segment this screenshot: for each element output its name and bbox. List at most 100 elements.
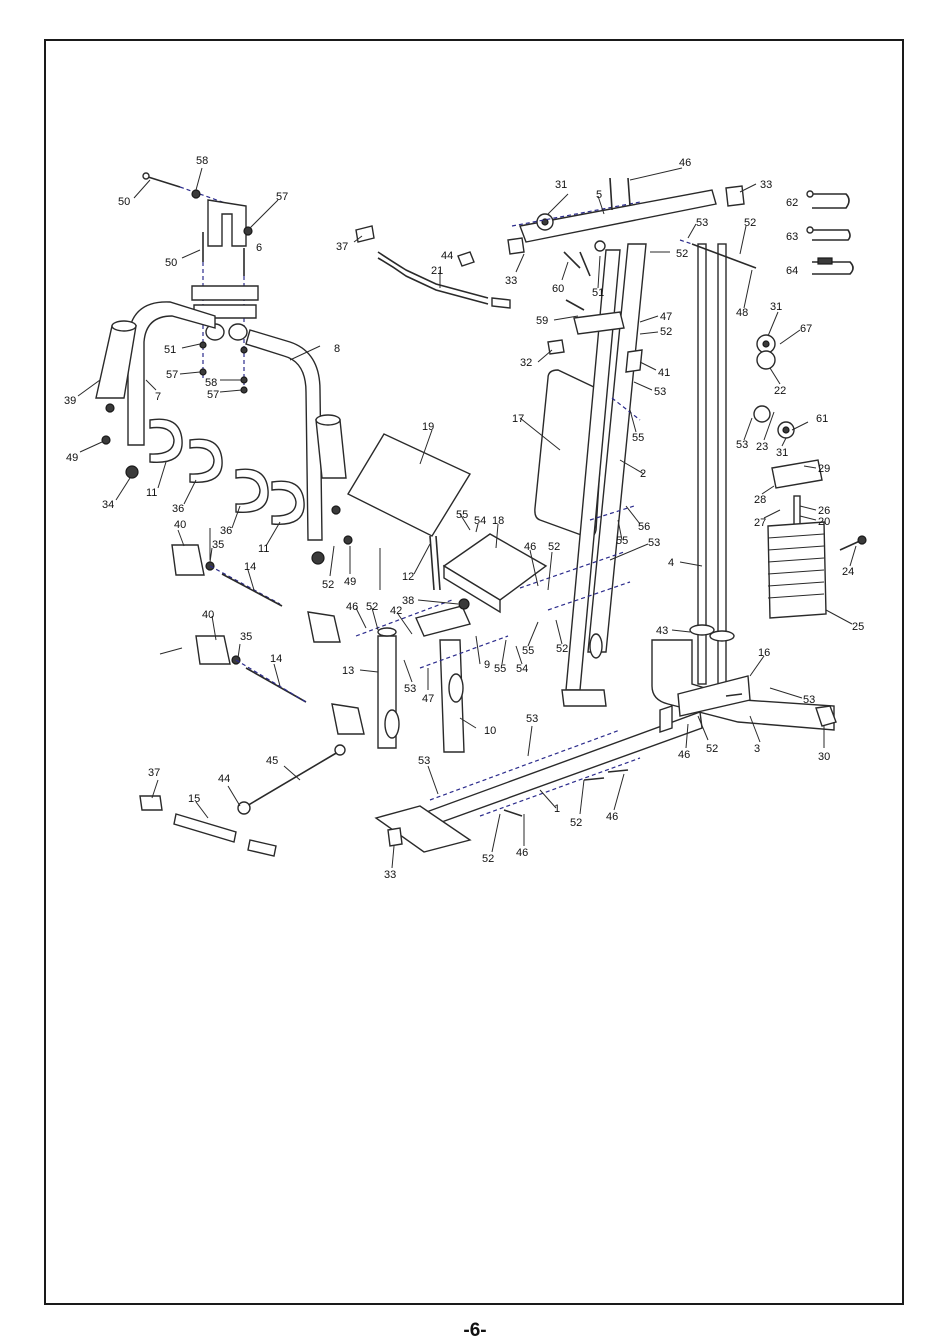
part-label-51: 51 [164, 344, 176, 356]
part-label-32: 32 [520, 357, 532, 369]
lat-bar [355, 225, 511, 309]
part-label-56: 56 [638, 521, 650, 533]
part-label-61: 61 [816, 413, 828, 425]
part-label-11: 11 [146, 487, 157, 499]
part-label-35: 35 [212, 539, 224, 551]
part-label-40: 40 [202, 609, 214, 621]
part-label-52: 52 [482, 853, 494, 865]
part-label-33: 33 [505, 275, 517, 287]
part-label-62: 62 [786, 197, 798, 209]
part-label-46: 46 [679, 157, 691, 169]
part-label-34: 34 [102, 499, 114, 511]
part-label-10: 10 [484, 725, 496, 737]
pulley-stack [753, 334, 867, 619]
leader-lines [77, 167, 857, 869]
part-label-19: 19 [422, 421, 434, 433]
part-label-52: 52 [322, 579, 334, 591]
part-label-52: 52 [706, 743, 718, 755]
bolts [503, 239, 757, 817]
part-label-1: 1 [554, 803, 560, 815]
part-label-55: 55 [632, 432, 644, 444]
part-label-6: 6 [256, 242, 262, 254]
part-label-55: 55 [616, 535, 628, 547]
part-label-41: 41 [658, 367, 670, 379]
part-label-28: 28 [754, 494, 766, 506]
part-label-26: 26 [818, 505, 830, 517]
part-label-27: 27 [754, 517, 766, 529]
part-label-53: 53 [404, 683, 416, 695]
part-label-53: 53 [526, 713, 538, 725]
leg-rollers [171, 544, 365, 735]
part-label-52: 52 [548, 541, 560, 553]
part-label-52: 52 [366, 601, 378, 613]
part-label-11: 11 [258, 543, 269, 555]
part-label-52: 52 [556, 643, 568, 655]
part-label-60: 60 [552, 283, 564, 295]
drawing [95, 172, 867, 857]
part-label-53: 53 [418, 755, 430, 767]
part-label-7: 7 [155, 391, 161, 403]
base-frame-1 [374, 705, 703, 853]
handle-bar [139, 744, 346, 857]
part-label-53: 53 [736, 439, 748, 451]
part-label-2: 2 [640, 468, 646, 480]
part-label-47: 47 [660, 311, 672, 323]
part-label-52: 52 [570, 817, 582, 829]
part-label-15: 15 [188, 793, 200, 805]
u-handles [101, 403, 353, 565]
part-label-67: 67 [800, 323, 812, 335]
part-label-55: 55 [522, 645, 534, 657]
part-label-52: 52 [660, 326, 672, 338]
part-label-63: 63 [786, 231, 798, 243]
part-label-40: 40 [174, 519, 186, 531]
part-label-53: 53 [648, 537, 660, 549]
part-label-36: 36 [172, 503, 184, 515]
part-label-45: 45 [266, 755, 278, 767]
part-label-36: 36 [220, 525, 232, 537]
page-border [44, 39, 904, 1305]
base-frame-3 [651, 639, 837, 731]
part-label-37: 37 [336, 241, 348, 253]
part-label-54: 54 [474, 515, 486, 527]
part-label-46: 46 [606, 811, 618, 823]
part-label-51: 51 [592, 287, 604, 299]
part-label-24: 24 [842, 566, 854, 578]
pads [347, 433, 548, 614]
part-label-46: 46 [346, 601, 358, 613]
part-label-9: 9 [484, 659, 490, 671]
part-label-14: 14 [270, 653, 282, 665]
part-label-21: 21 [431, 265, 443, 277]
part-label-47: 47 [422, 693, 434, 705]
arm-frame [127, 301, 323, 541]
part-label-53: 53 [696, 217, 708, 229]
cables [806, 190, 854, 275]
labels: 50 58 57 6 50 51 57 58 57 7 8 39 49 34 1… [64, 155, 864, 881]
part-label-46: 46 [524, 541, 536, 553]
part-label-55: 55 [456, 509, 468, 521]
part-label-44: 44 [441, 250, 453, 262]
part-label-38: 38 [402, 595, 414, 607]
part-label-49: 49 [66, 452, 78, 464]
part-label-13: 13 [342, 665, 354, 677]
part-label-18: 18 [492, 515, 504, 527]
foam-rollers [95, 320, 347, 479]
guide-rods [689, 243, 735, 685]
part-label-4: 4 [668, 557, 674, 569]
part-label-20: 20 [818, 516, 830, 528]
part-label-55: 55 [494, 663, 506, 675]
part-label-52: 52 [676, 248, 688, 260]
top-beam [507, 177, 745, 255]
part-label-50: 50 [165, 257, 177, 269]
part-label-29: 29 [818, 463, 830, 475]
part-label-49: 49 [344, 576, 356, 588]
part-label-3: 3 [754, 743, 760, 755]
part-label-22: 22 [774, 385, 786, 397]
part-label-57: 57 [166, 369, 178, 381]
main-column [547, 243, 647, 707]
part-label-30: 30 [818, 751, 830, 763]
part-label-44: 44 [218, 773, 230, 785]
part-label-5: 5 [596, 189, 602, 201]
part-label-48: 48 [736, 307, 748, 319]
part-label-16: 16 [758, 647, 770, 659]
pivot-assembly [142, 172, 259, 394]
